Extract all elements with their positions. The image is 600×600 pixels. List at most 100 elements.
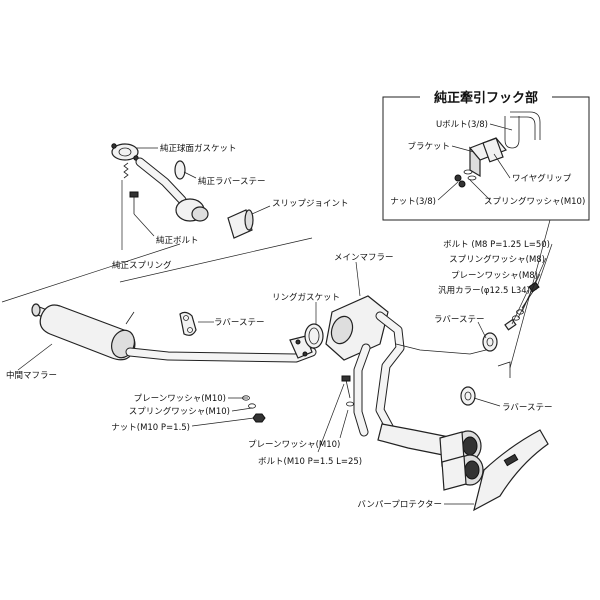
label-main-muffler: メインマフラー — [334, 253, 394, 263]
tailpipe-tip-1-hole — [462, 436, 478, 456]
label-bolt-m8: ボルト (M8 P=1.25 L=50) — [443, 240, 550, 250]
tailpipe-tip-body-2 — [441, 455, 467, 491]
nut-m10-shape — [252, 413, 266, 423]
label-bracket: ブラケット — [407, 141, 450, 152]
label-gasket-ball: 純正球面ガスケット — [160, 143, 237, 154]
middle-flange-hole-2 — [302, 351, 308, 357]
leader-bolt-oem — [133, 213, 155, 237]
inset-title: 純正牽引フック部 — [434, 90, 538, 106]
rubber-stay-lower-hole — [464, 391, 472, 401]
bolt-oem-head — [129, 191, 139, 198]
label-rubber-stay-3: ラバーステー — [502, 403, 553, 413]
tailpipe-tip-2-hole — [464, 460, 480, 480]
label-nut-m10: ナット(M10 P=1.5) — [111, 423, 190, 433]
bumper-protector-group: バンパープロテクター — [357, 429, 549, 512]
front-resonator-end — [191, 206, 209, 222]
flange-oem-shape — [111, 143, 139, 161]
bracket-side — [469, 146, 481, 178]
flange-bolt-hole-1 — [111, 143, 117, 149]
middle-flange-hole-1 — [295, 339, 301, 345]
collar-shape — [504, 318, 517, 331]
label-nut-38: ナット(3/8) — [390, 197, 436, 207]
label-plain-washer-m8: プレーンワッシャ(M8) — [451, 271, 538, 281]
zoom-line-1 — [1, 243, 181, 303]
ring-gasket-hole — [308, 327, 320, 345]
tow-hook-shape — [510, 111, 541, 140]
label-rubber-stay-2: ラバーステー — [214, 318, 265, 328]
rubber-stay-oem-shape — [174, 160, 186, 180]
label-spring-washer-m10-inset: スプリングワッシャ(M10) — [484, 196, 585, 207]
bolt-m8-head — [528, 281, 540, 293]
label-collar: 汎用カラー(φ12.5 L34) — [438, 286, 530, 296]
leader-rubber-stay-oem — [183, 171, 197, 179]
rubber-stay-lower-shape — [460, 386, 476, 406]
nut-38-shape — [454, 174, 462, 182]
label-plain-washer-m10-a: プレーンワッシャ(M10) — [134, 394, 226, 404]
leader-bolt-m8 — [535, 243, 553, 291]
wire-grip-shape — [482, 137, 504, 163]
main-pipe-a-fill — [376, 312, 404, 440]
label-rubber-stay-oem: 純正ラバーステー — [198, 176, 266, 187]
leader-plain-washer-m8 — [517, 273, 541, 319]
ring-gasket-shape — [304, 323, 324, 349]
leader-rubber-stay-upper — [477, 321, 487, 339]
tow-hook-inner — [510, 116, 536, 140]
inset-title-bg — [420, 88, 552, 106]
middle-inlet-end — [31, 303, 41, 317]
bolt-m10-shape — [345, 379, 351, 399]
label-spring-washer-m8: スプリングワッシャ(M8) — [449, 254, 545, 265]
spring-oem-shape — [123, 162, 129, 179]
leader-bolt-m10 — [317, 383, 345, 453]
bumper-protector-shape — [473, 429, 549, 512]
leader-main-muffler — [355, 261, 361, 297]
leader-rubber-stay-lower — [473, 397, 501, 407]
bumper-protector-badge — [503, 453, 519, 467]
label-bolt-m10: ボルト(M10 P=1.5 L=25) — [258, 457, 362, 467]
spring-washer-shape-2 — [467, 175, 477, 181]
u-bolt-shape — [504, 116, 520, 149]
main-hanger-rod — [395, 343, 495, 355]
main-muffler-inlet — [330, 315, 354, 345]
rubber-stay-middle-hole-2 — [187, 327, 193, 333]
rubber-stay-upper-hole — [486, 337, 494, 347]
right-hardware-group: ボルト (M8 P=1.25 L=50) スプリングワッシャ(M8) プレーンワ… — [434, 240, 553, 413]
rubber-stay-upper-shape — [482, 332, 498, 352]
plain-washer-m10-b-shape — [346, 401, 354, 407]
label-plain-washer-m10-b: プレーンワッシャ(M10) — [248, 440, 340, 450]
label-spring-oem: 純正スプリング — [112, 260, 172, 271]
leader-middle-muffler — [17, 343, 53, 371]
label-bolt-oem: 純正ボルト — [156, 235, 199, 246]
label-u-bolt: Uボルト(3/8) — [436, 120, 488, 130]
leader-spring-washer-m10 — [231, 407, 253, 412]
front-joint-group: 純正球面ガスケット 純正ラバーステー スリップジョイント 純正ボルト 純正スプリ… — [111, 143, 349, 271]
hanger-bracket-shape — [497, 361, 511, 378]
label-bumper-protector: バンパープロテクター — [357, 500, 442, 510]
front-pipe-fill — [136, 158, 186, 204]
slip-joint-end — [244, 209, 254, 231]
leader-nut-m10 — [191, 417, 255, 427]
spring-washer-m10-shape — [248, 403, 256, 409]
label-spring-washer-m10: スプリングワッシャ(M10) — [129, 406, 230, 417]
main-muffler-group: メインマフラー プレーンワッシャ(M10) ボルト(M10 P=1.5 L=25… — [248, 253, 495, 491]
rubber-stay-middle-shape — [179, 311, 197, 336]
middle-muffler-group: ラバーステー 中間マフラー プレーンワッシャ(M10) スプリングワッシャ(M1… — [6, 303, 317, 433]
leader-slip-joint — [251, 205, 271, 215]
spring-washer-shape — [463, 169, 473, 175]
tow-hook-inset: 純正牽引フック部 Uボルト(3/8) ブラケット ワイヤグリップ ナット(3/8… — [382, 88, 590, 221]
main-pipe-b-fill — [354, 344, 370, 436]
leader-spring-washer — [469, 179, 491, 201]
leader-u-bolt — [489, 123, 513, 131]
leader-nut-38 — [437, 181, 459, 201]
leader-wire-grip — [493, 153, 511, 179]
flange-hole — [118, 147, 132, 157]
label-middle-muffler: 中間マフラー — [6, 370, 57, 381]
nut-38-shape-2 — [458, 180, 466, 188]
leader-collar — [511, 289, 529, 325]
label-wire-grip: ワイヤグリップ — [512, 173, 572, 184]
label-slip-joint: スリップジョイント — [272, 199, 349, 209]
leader-bracket — [451, 145, 475, 153]
label-rubber-stay-1: ラバーステー — [434, 315, 485, 325]
middle-hanger-rod — [125, 311, 135, 325]
rubber-stay-middle-hole-1 — [183, 315, 189, 321]
